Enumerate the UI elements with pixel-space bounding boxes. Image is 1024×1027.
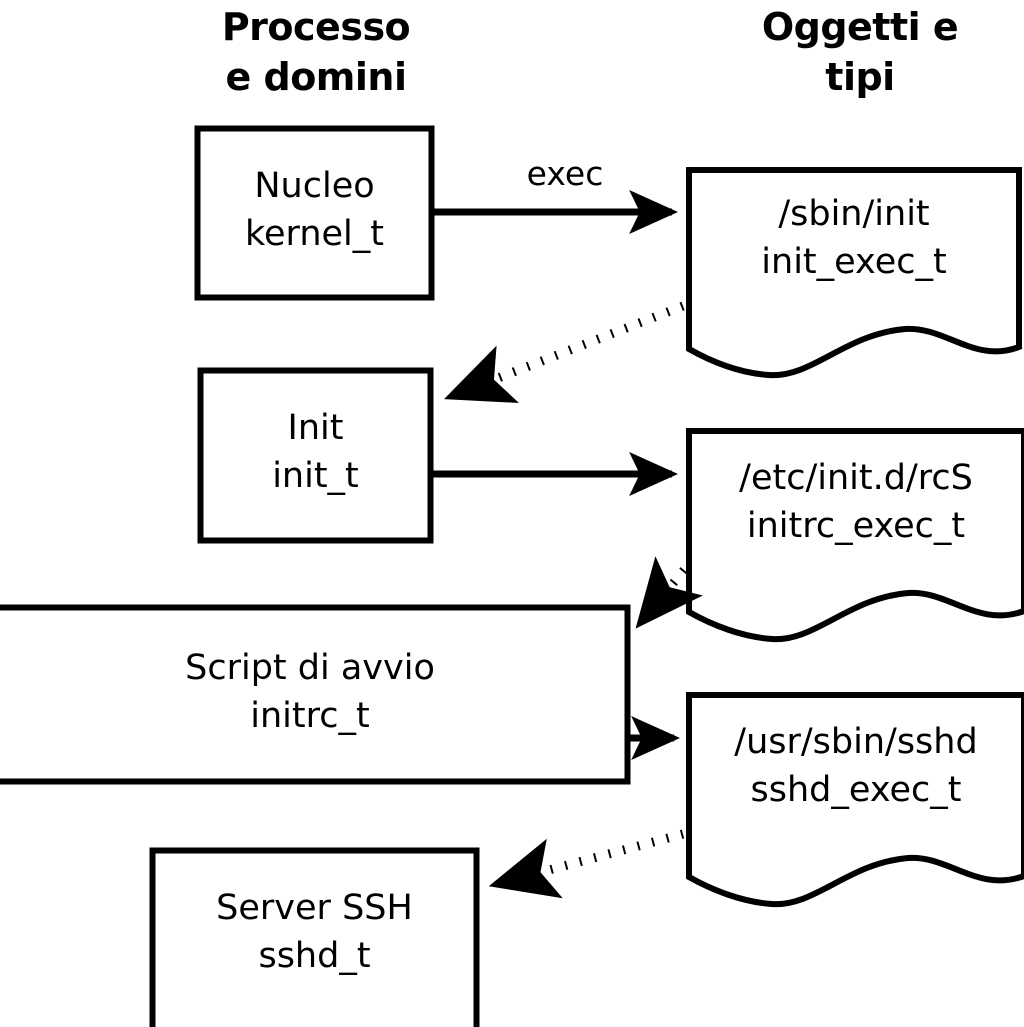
edge-label-exec: exec <box>526 154 604 193</box>
process-box-initrc[interactable] <box>0 604 631 785</box>
column-header-processes: Processo e domini <box>221 5 411 99</box>
edge-initrc-exec-to-initrc[interactable] <box>635 556 703 629</box>
object-doc-initrc-exec[interactable] <box>686 428 1024 643</box>
process-box-sshd[interactable] <box>149 847 480 1027</box>
process-box-kernel[interactable] <box>194 125 435 301</box>
column-header-objects: Oggetti e tipi <box>761 5 959 99</box>
edge-init-exec-to-init[interactable] <box>444 301 685 403</box>
object-doc-sshd-exec[interactable] <box>686 692 1024 908</box>
object-doc-init-exec[interactable] <box>686 167 1022 379</box>
edge-sshd-exec-to-sshd[interactable] <box>488 829 685 899</box>
process-box-init[interactable] <box>197 367 434 544</box>
